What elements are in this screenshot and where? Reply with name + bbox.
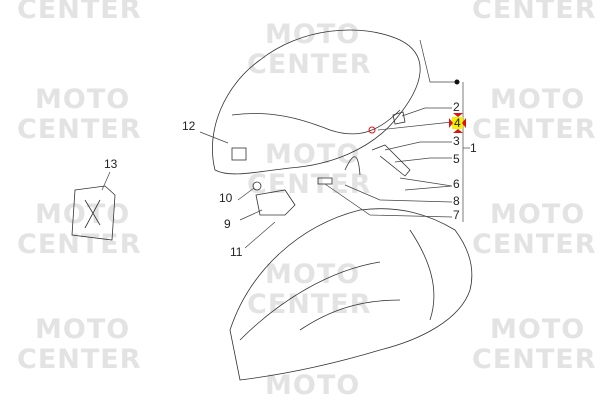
callout-dot <box>454 79 460 85</box>
callout-12[interactable]: 12 <box>182 119 196 133</box>
scooter-body-part <box>229 208 473 381</box>
bumper-part <box>392 111 406 125</box>
watermark-text: MOTO <box>265 370 360 400</box>
leader-lines <box>101 39 470 249</box>
storage-tray-part <box>255 189 296 216</box>
callout-7[interactable]: 7 <box>453 208 460 222</box>
seat-seam <box>231 109 401 135</box>
watermark-text: MOTO <box>35 314 130 345</box>
watermark-text: CENTER <box>17 344 142 375</box>
bracket-part <box>344 156 361 176</box>
watermark-text: MOTO <box>490 314 585 345</box>
callout-2[interactable]: 2 <box>453 100 460 114</box>
watermark-text: MOTO <box>265 259 360 290</box>
watermark-text: CENTER <box>472 114 597 145</box>
watermark-text: CENTER <box>247 49 372 80</box>
watermark-text: CENTER <box>17 114 142 145</box>
callout-4[interactable]: 4 <box>454 116 461 130</box>
watermark-text: CENTER <box>17 0 142 25</box>
seat-latch-part <box>231 147 247 161</box>
side-panel-part <box>71 185 116 241</box>
highlight-marker-4 <box>449 113 466 133</box>
washer-part <box>252 181 262 191</box>
callout-6[interactable]: 6 <box>453 177 460 191</box>
watermark-text: CENTER <box>472 229 597 260</box>
watermark-text: MOTO <box>490 199 585 230</box>
seat-part <box>212 29 421 175</box>
screw-part <box>368 126 376 134</box>
watermark-text: MOTO <box>35 84 130 115</box>
callout-3[interactable]: 3 <box>453 134 460 148</box>
callout-5[interactable]: 5 <box>453 152 460 166</box>
watermark-layer: MOTOCENTERMOTOCENTERMOTOCENTERMOTOCENTER… <box>17 0 597 400</box>
watermark-text: CENTER <box>472 0 597 25</box>
watermark-text: MOTO <box>35 199 130 230</box>
callout-1[interactable]: 1 <box>470 141 477 155</box>
watermark-text: CENTER <box>17 229 142 260</box>
watermark-text: CENTER <box>247 289 372 320</box>
callout-10[interactable]: 10 <box>219 191 233 205</box>
watermark-text: CENTER <box>247 169 372 200</box>
callout-11[interactable]: 11 <box>230 245 243 259</box>
callout-8[interactable]: 8 <box>453 194 460 208</box>
scooter-frame-detail <box>239 229 435 341</box>
seat-hinge-part <box>371 144 411 177</box>
callout-13[interactable]: 13 <box>104 157 118 171</box>
watermark-text: CENTER <box>472 344 597 375</box>
watermark-text: MOTO <box>490 84 585 115</box>
callout-9[interactable]: 9 <box>224 217 231 231</box>
